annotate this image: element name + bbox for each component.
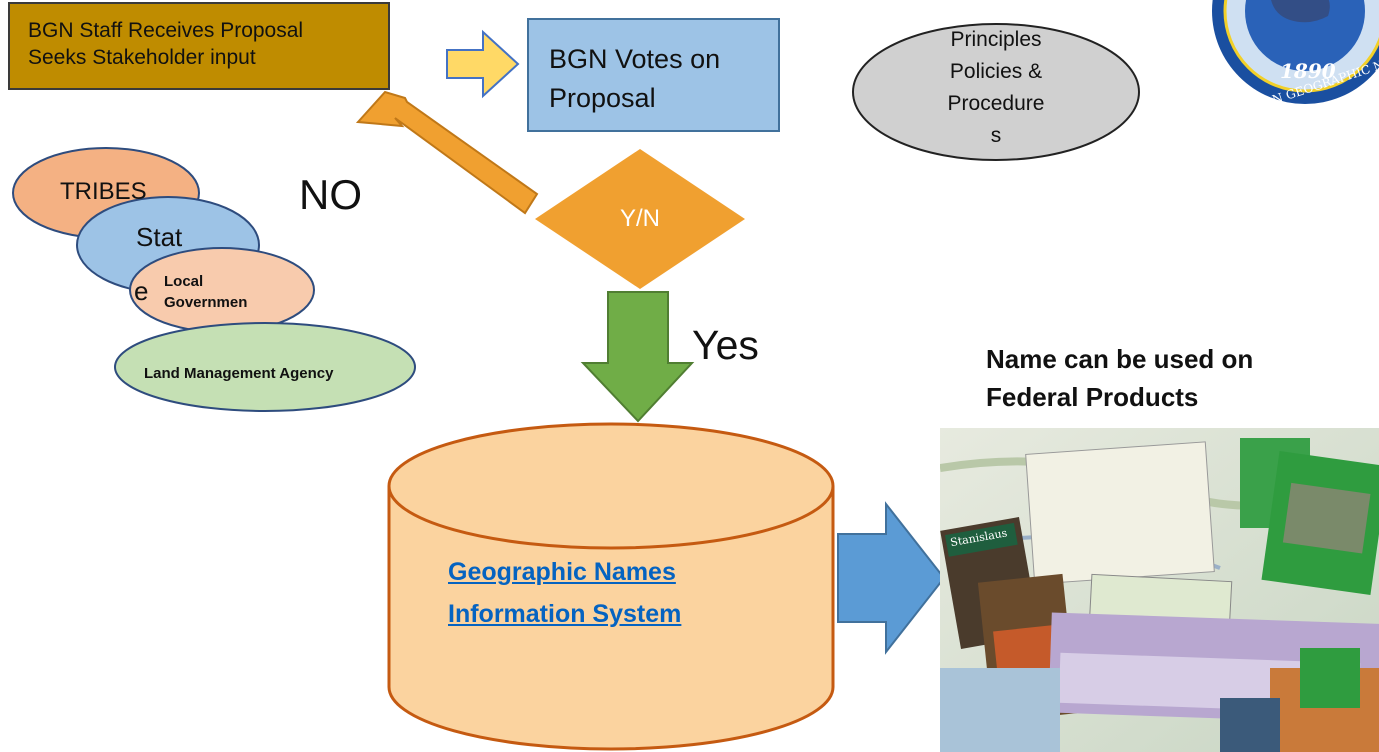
decision-diamond	[535, 149, 745, 289]
principles-line3: Procedure	[947, 91, 1045, 115]
arrow-to-products	[837, 501, 946, 655]
land-agency-label: Land Management Agency	[144, 365, 334, 382]
no-label: NO	[299, 171, 362, 218]
bgn-votes-box: BGN Votes on Proposal	[527, 18, 780, 132]
state-label-line1: Stat	[136, 222, 183, 252]
votes-box-line2: Proposal	[549, 83, 656, 114]
bgn-seal-logo: 1890 RD ON GEOGRAPHIC NA	[1212, 0, 1379, 106]
votes-box-line1: BGN Votes on	[549, 44, 721, 74]
principles-line1: Principles	[950, 28, 1042, 51]
tribes-label: TRIBES	[60, 178, 147, 205]
database-cylinder-top	[387, 422, 835, 550]
gnis-link[interactable]: Geographic Names Information System	[448, 551, 681, 635]
database-cylinder-body	[387, 486, 835, 751]
federal-products-line1: Name can be used on	[986, 344, 1254, 374]
principles-ellipse	[852, 23, 1140, 161]
yes-label: Yes	[692, 322, 759, 368]
staff-receives-proposal-box: BGN Staff Receives Proposal Seeks Stakeh…	[8, 2, 390, 90]
arrow-to-votes	[446, 29, 520, 99]
principles-text: Principles Policies & Procedure s	[853, 24, 1139, 160]
gnis-link-line1[interactable]: Geographic Names	[448, 558, 676, 586]
no-arrow	[355, 90, 539, 215]
decision-label: Y/N	[619, 205, 660, 232]
principles-line4: s	[990, 123, 1002, 147]
yes-arrow	[580, 291, 695, 423]
federal-products-line2: Federal Products	[986, 381, 1199, 412]
local-label-line1: Local	[164, 273, 204, 290]
local-label-line2: Governmen	[164, 293, 248, 311]
local-government-label: Local Governmen	[164, 272, 247, 313]
state-label: Stat e	[134, 222, 183, 304]
gnis-link-line2[interactable]: Information System	[448, 600, 682, 628]
federal-products-collage: Stanislaus	[940, 428, 1379, 752]
principles-line2: Policies &	[949, 59, 1043, 83]
svg-text:1890: 1890	[1280, 59, 1336, 83]
staff-box-line2: Seeks Stakeholder input	[28, 45, 256, 69]
federal-products-heading: Name can be used on Federal Products	[986, 341, 1253, 416]
staff-box-line1: BGN Staff Receives Proposal	[28, 19, 304, 42]
land-agency-ellipse	[114, 322, 416, 412]
state-label-line2: e	[134, 276, 149, 306]
